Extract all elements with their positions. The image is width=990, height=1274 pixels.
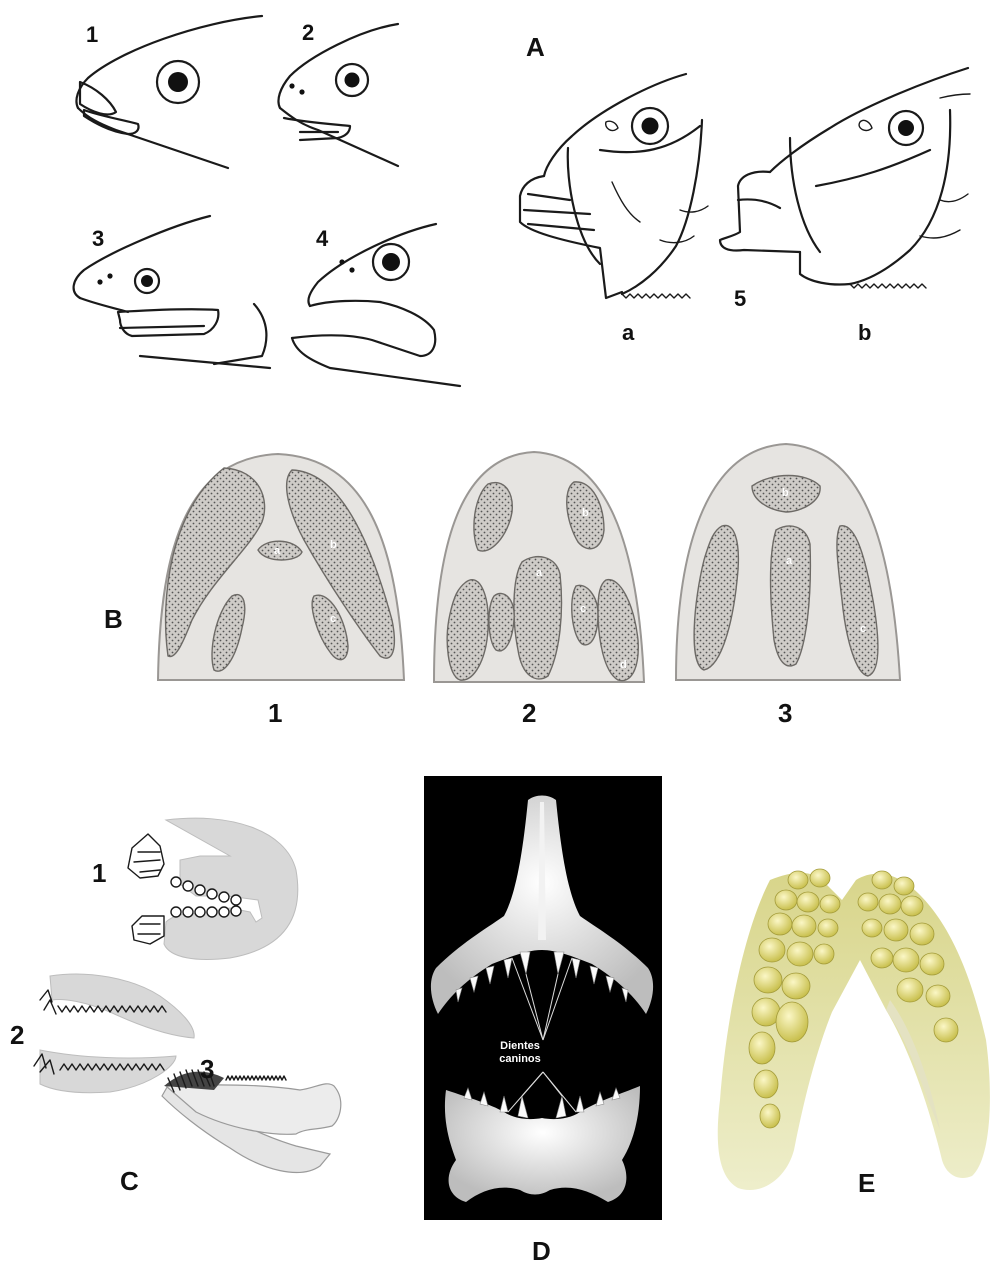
patch-label: c (860, 624, 866, 635)
panel-letter-d: D (532, 1238, 551, 1264)
head-1 (76, 16, 262, 168)
panel-letter-c: C (120, 1168, 139, 1194)
jaw-2-upper (40, 974, 194, 1038)
canine-caption-line-2: caninos (470, 1053, 570, 1066)
head-5b (720, 68, 970, 288)
head-5a (520, 74, 708, 298)
head-sub-b: b (858, 322, 871, 344)
head-label-1: 1 (86, 24, 98, 46)
jaw-label-2: 2 (10, 1022, 24, 1048)
patch-label: b (782, 488, 789, 499)
panel-letter-b: B (104, 606, 123, 632)
palate-1 (158, 454, 404, 680)
jaw-3 (162, 1070, 341, 1172)
palate-label-1: 1 (268, 700, 282, 726)
jaw-1 (128, 818, 298, 959)
panel-letter-e: E (858, 1170, 875, 1196)
patch-label: b (582, 508, 589, 519)
jaw-2-lower (34, 1050, 176, 1093)
jaw-label-1: 1 (92, 860, 106, 886)
patch-label: b (330, 540, 337, 551)
canine-caption: Dientes caninos (470, 1040, 570, 1066)
canine-caption-line-1: Dientes (470, 1040, 570, 1053)
head-label-2: 2 (302, 22, 314, 44)
patch-label: c (580, 604, 586, 615)
patch-label: d (620, 660, 627, 671)
palate-label-2: 2 (522, 700, 536, 726)
patch-label: c (330, 614, 336, 625)
patch-label: a (786, 556, 792, 567)
head-sub-a: a (622, 322, 634, 344)
photo-d (424, 776, 662, 1220)
head-2 (278, 24, 398, 166)
head-label-5: 5 (734, 288, 746, 310)
jaw-label-3: 3 (200, 1056, 214, 1082)
head-label-4: 4 (316, 228, 328, 250)
panel-letter-a: A (526, 34, 545, 60)
patch-label: a (274, 546, 280, 557)
head-label-3: 3 (92, 228, 104, 250)
palate-label-3: 3 (778, 700, 792, 726)
photo-e (718, 869, 990, 1190)
patch-label: a (536, 568, 542, 579)
